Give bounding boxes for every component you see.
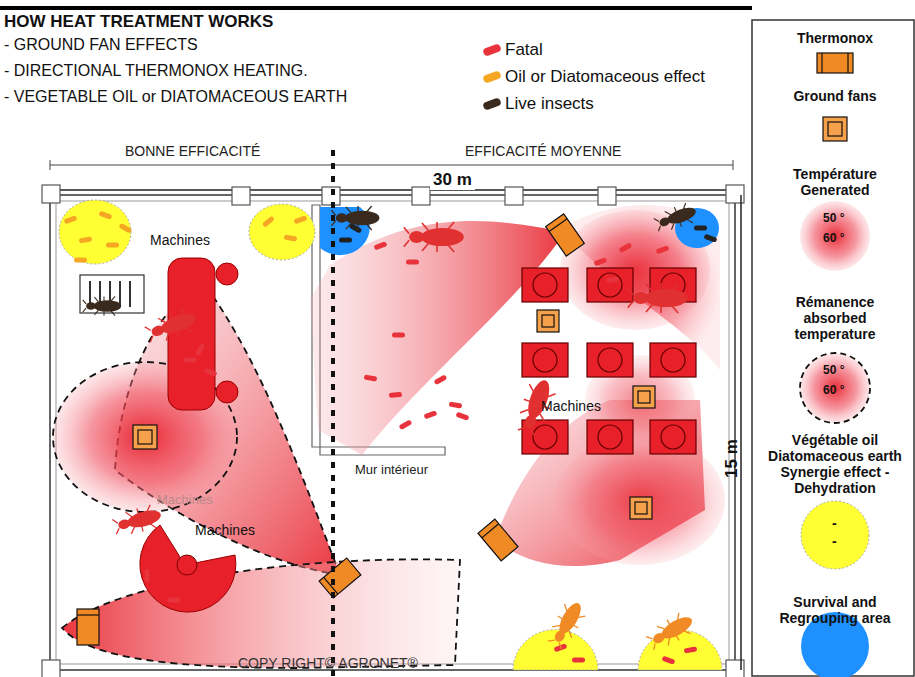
- legend-text: Live insects: [505, 94, 594, 114]
- label: Mur intérieur: [352, 463, 431, 478]
- legend-text: Fatal: [505, 40, 543, 60]
- label: BONNE EFFICACITÉ: [125, 143, 260, 159]
- legend-text: Ground fans: [760, 88, 910, 104]
- machine-box: [650, 420, 696, 454]
- machine-box: [587, 420, 633, 454]
- legend-swatch: [482, 43, 502, 57]
- machine-box: [587, 343, 633, 377]
- label: 15 m: [722, 439, 742, 478]
- legend-text: Oil or Diatomaceous effect: [505, 67, 705, 87]
- label: Machines: [195, 522, 255, 538]
- label: 60 °: [823, 232, 844, 246]
- machine-box: [522, 268, 568, 302]
- label: -: [832, 533, 837, 549]
- legend-text: Thermonox: [760, 30, 910, 46]
- machine-box: [522, 343, 568, 377]
- legend-text: Végétable oil Diatomaceous earth Synergi…: [760, 432, 910, 496]
- machine-box: [587, 268, 633, 302]
- legend-swatch: [482, 70, 502, 84]
- label: - DIRECTIONAL THERMONOX HEATING.: [4, 62, 308, 80]
- label: Machines: [150, 232, 210, 248]
- legend-swatch: [801, 501, 869, 569]
- legend-text: Rémanence absorbed temperature: [775, 294, 895, 342]
- label: 50 °: [823, 364, 844, 378]
- label: 30 m: [430, 170, 475, 190]
- label: Machines: [541, 398, 601, 414]
- label: COPY RIGHT© AGRONET®: [238, 655, 418, 671]
- legend-text: Survival and Regrouping area: [760, 594, 910, 626]
- title: HOW HEAT TREATMENT WORKS: [4, 12, 273, 32]
- label: -: [832, 515, 837, 531]
- legend-swatch: [482, 97, 502, 111]
- label: EFFICACITÉ MOYENNE: [465, 143, 621, 159]
- label: - GROUND FAN EFFECTS: [4, 36, 198, 54]
- legend-text: Température Generated: [775, 166, 895, 198]
- label: 50 °: [823, 212, 844, 226]
- machine-box: [650, 343, 696, 377]
- label: 60 °: [823, 384, 844, 398]
- label: - VEGETABLE OIL or DIATOMACEOUS EARTH: [4, 88, 347, 106]
- label: Machines: [157, 493, 213, 508]
